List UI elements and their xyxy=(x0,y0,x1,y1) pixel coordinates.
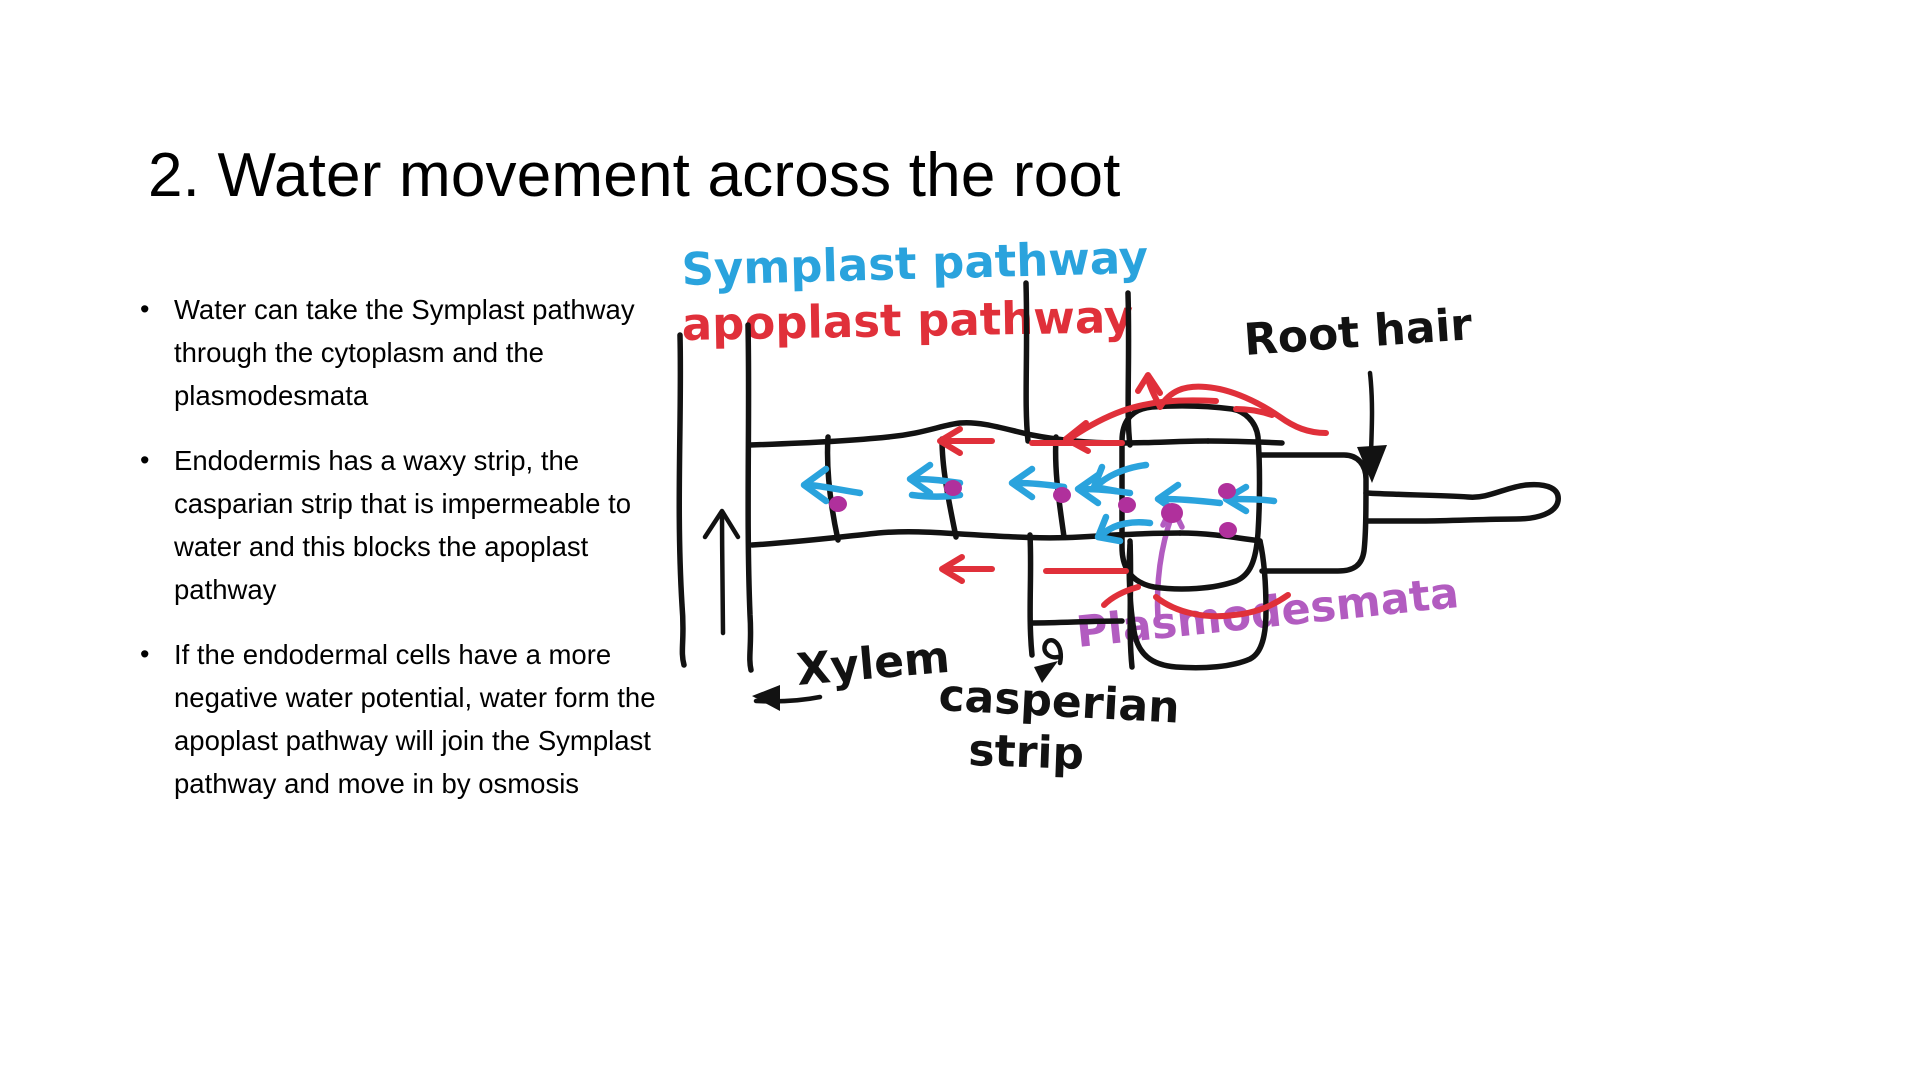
svg-text:apoplast pathway: apoplast pathway xyxy=(681,290,1133,351)
plasmodesmata-dots-group xyxy=(829,480,1237,538)
xylem-arrowhead-icon xyxy=(752,685,780,711)
bullet-list: • Water can take the Symplast pathway th… xyxy=(136,288,666,805)
xylem-wall-right xyxy=(745,322,754,673)
symplast-arrows-group xyxy=(800,461,1278,545)
label-xylem: Xylem xyxy=(752,632,952,711)
bullet-text: If the endodermal cells have a more nega… xyxy=(174,639,656,799)
root-hair-cell-upper xyxy=(1119,403,1263,592)
label-symplast-pathway: Symplast pathway xyxy=(681,231,1149,296)
label-casperian-strip: casperian strip xyxy=(937,638,1181,780)
casperian-rung xyxy=(1029,618,1125,626)
root-hair-projection xyxy=(1363,481,1561,524)
svg-text:Xylem: Xylem xyxy=(795,632,952,696)
svg-text:strip: strip xyxy=(968,725,1085,780)
list-item: • If the endodermal cells have a more ne… xyxy=(136,633,666,805)
casperian-leader-line xyxy=(1042,638,1064,666)
casperian-arrowhead-icon xyxy=(1034,661,1058,683)
bullet-marker-icon: • xyxy=(140,639,150,669)
xylem-flow-arrow-icon xyxy=(702,508,741,636)
cell-wall-top-right xyxy=(1205,438,1285,446)
plasmodesmata-leader-line xyxy=(1154,512,1175,622)
root-diagram-image: .ink { fill:none; stroke:#121212; stroke… xyxy=(660,215,1860,835)
casperian-vertical-lower-left xyxy=(1027,532,1035,658)
bullet-text: Water can take the Symplast pathway thro… xyxy=(174,294,635,411)
root-hair-leader-line xyxy=(1367,370,1375,456)
casperian-vertical-upper-left xyxy=(1023,280,1031,444)
bullet-marker-icon: • xyxy=(140,445,150,475)
xylem-wall-left xyxy=(676,332,687,668)
epidermal-cell-right xyxy=(1257,452,1369,574)
root-hair-cell-lower xyxy=(1126,538,1269,671)
list-item: • Water can take the Symplast pathway th… xyxy=(136,288,666,417)
bullet-marker-icon: • xyxy=(140,294,150,324)
bullet-text: Endodermis has a waxy strip, the caspari… xyxy=(174,445,632,605)
cell-wall-bottom-right xyxy=(1177,530,1263,544)
casperian-vertical-upper-right xyxy=(1125,290,1133,448)
list-item: • Endodermis has a waxy strip, the caspa… xyxy=(136,439,666,611)
svg-text:Root hair: Root hair xyxy=(1242,299,1474,366)
svg-text:Symplast pathway: Symplast pathway xyxy=(681,231,1149,296)
root-hair-arrowhead-icon xyxy=(1357,445,1387,483)
apoplast-arrows-group xyxy=(937,372,1329,620)
page-title: 2. Water movement across the root xyxy=(148,140,1121,210)
svg-text:casperian: casperian xyxy=(937,670,1180,734)
label-apoplast-pathway: apoplast pathway xyxy=(681,290,1133,351)
